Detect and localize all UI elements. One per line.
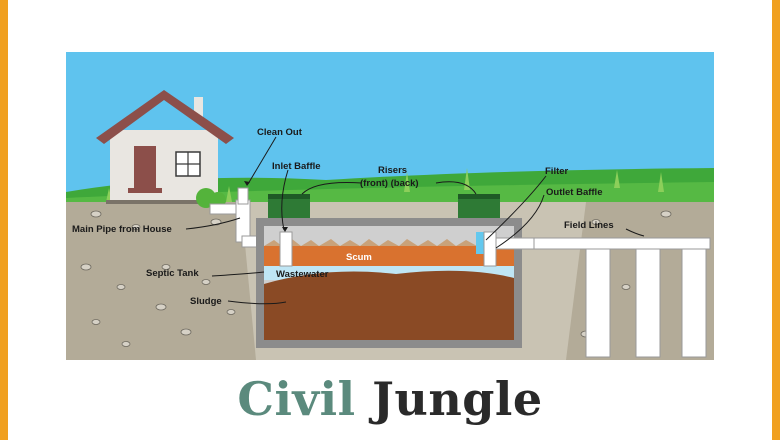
soil-stones: [80, 210, 696, 347]
house-door: [134, 146, 156, 188]
label-risers-sub: (front) (back): [360, 178, 419, 189]
label-sludge: Sludge: [190, 296, 222, 307]
septic-system-diagram: Clean Out Inlet Baffle Risers (front) (b…: [66, 52, 714, 360]
field-lines: [533, 237, 711, 358]
sludge-layer: [264, 270, 514, 340]
label-septic-tank: Septic Tank: [146, 268, 199, 279]
label-wastewater: Wastewater: [276, 269, 329, 280]
label-inlet-baffle: Inlet Baffle: [272, 161, 321, 172]
label-risers: Risers: [378, 165, 407, 176]
label-clean-out: Clean Out: [257, 127, 303, 138]
brand-logo-text: Civil Jungle: [0, 372, 780, 426]
label-outlet-baffle: Outlet Baffle: [546, 187, 602, 198]
brand-word-civil: Civil: [237, 372, 356, 426]
label-main-pipe: Main Pipe from House: [72, 224, 172, 235]
scum-layer: [264, 246, 514, 266]
label-field-lines: Field Lines: [564, 220, 614, 231]
label-filter: Filter: [545, 166, 569, 177]
label-scum: Scum: [346, 252, 372, 263]
brand-word-jungle: Jungle: [372, 372, 543, 426]
septic-tank: [256, 218, 522, 348]
leader-lines: [185, 136, 645, 305]
outlet-filter: [476, 232, 484, 254]
clean-out-pipe: [237, 187, 249, 205]
outlet-baffle: [483, 231, 497, 267]
inlet-baffle: [279, 231, 293, 267]
